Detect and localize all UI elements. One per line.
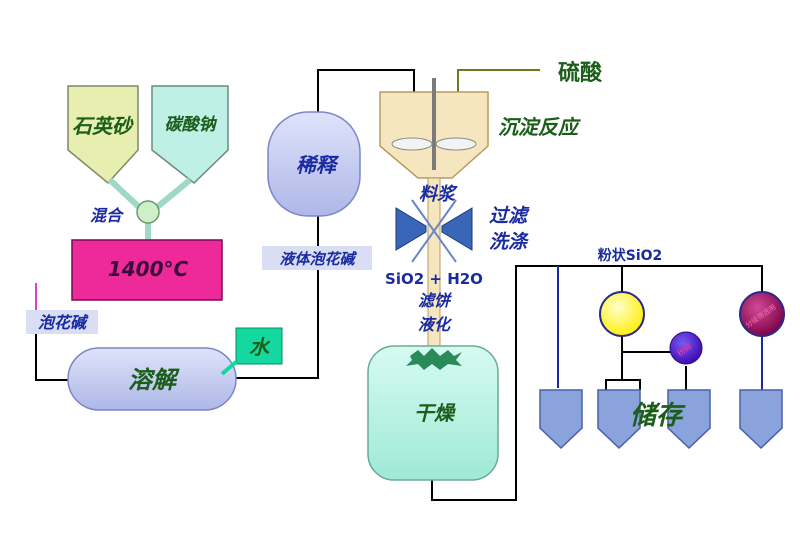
dilute-tank <box>267 111 361 217</box>
label-quartz: 石英砂 <box>72 114 134 138</box>
label-furnace-temp: 1400°C <box>108 257 189 281</box>
line-yellow-down <box>605 352 623 390</box>
dissolve-tank <box>67 347 237 411</box>
label-sodium-silicate: 泡花碱 <box>38 313 89 332</box>
water-box <box>235 327 283 365</box>
line-dilute-to-reactor <box>317 69 415 112</box>
liquid-silicate-label-box <box>262 246 372 270</box>
label-sulfuric-acid: 硫酸 <box>558 60 603 86</box>
mixer-node <box>136 200 160 224</box>
reactor-vessel <box>379 78 489 179</box>
label-mix: 混合 <box>90 206 125 225</box>
label-filtrate-formula: SiO2 + H2O <box>385 270 483 288</box>
storage-silos <box>539 389 783 450</box>
label-wash: 洗涤 <box>489 231 530 253</box>
label-precipitation: 沉淀反应 <box>498 115 581 139</box>
line-yellow-down-b <box>622 379 641 390</box>
label-liquid-silicate: 液体泡花碱 <box>279 250 357 268</box>
line-dry-to-storage <box>431 265 763 501</box>
hopper-quartz <box>67 85 139 185</box>
label-filter-cake: 滤饼 <box>418 291 452 310</box>
label-dry: 干燥 <box>414 401 456 425</box>
dryer-tank <box>367 345 499 481</box>
label-dilute: 稀释 <box>296 153 340 177</box>
label-powder-sio2: 粉状SiO2 <box>598 247 663 264</box>
label-filter: 过滤 <box>489 205 530 227</box>
sodium-silicate-label-box <box>26 310 98 334</box>
line-furnace-left-lower <box>35 330 72 381</box>
process-lines <box>35 69 763 501</box>
hopper-soda <box>151 85 229 184</box>
mixer-pipes <box>107 177 192 240</box>
label-soda: 碳酸钠 <box>165 115 218 135</box>
label-dissolve: 溶解 <box>128 366 180 394</box>
sphere-yellow <box>599 291 645 337</box>
furnace-box <box>71 239 223 301</box>
label-liquefy: 液化 <box>418 315 453 334</box>
label-slurry: 料浆 <box>419 184 458 205</box>
filter-press <box>395 199 473 263</box>
sphere-purple <box>669 331 703 365</box>
dryer-burst <box>406 348 462 370</box>
label-water: 水 <box>249 335 271 359</box>
label-storage: 储存 <box>630 401 686 431</box>
water-pipe <box>220 360 238 376</box>
sphere-red <box>739 291 785 337</box>
